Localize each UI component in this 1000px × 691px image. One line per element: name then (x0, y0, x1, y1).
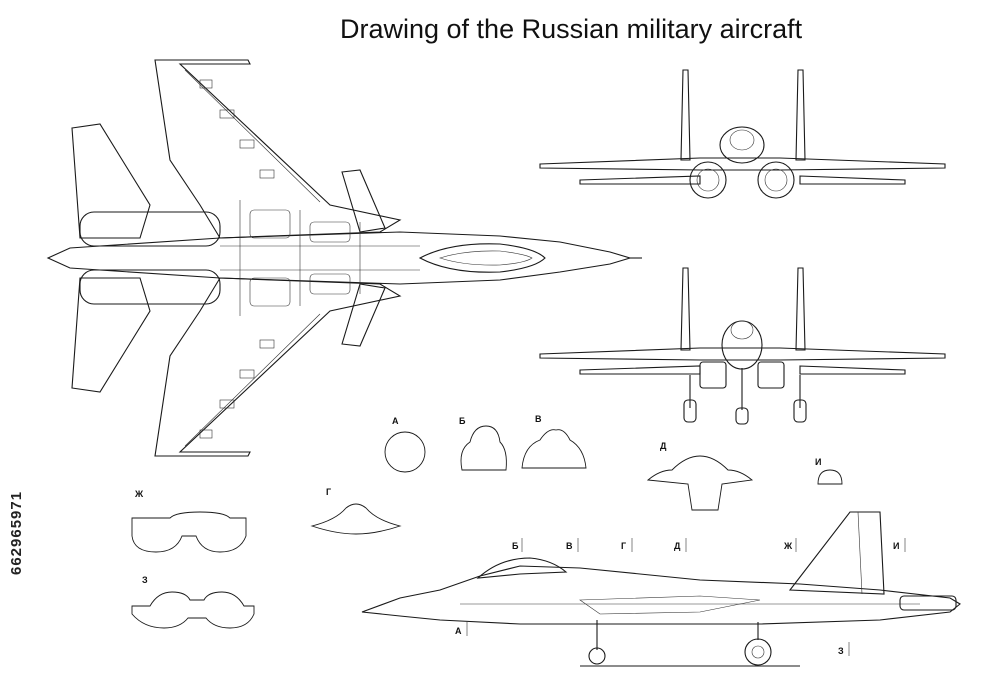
cross-sections: А Б В Д И Ж Г З (131, 414, 843, 629)
section-label-v: В (535, 414, 542, 424)
top-view (46, 59, 642, 457)
section-label-g: Г (326, 487, 331, 497)
front-view-gear-down (539, 267, 946, 425)
station-label-v: В (566, 541, 573, 551)
station-label-d: Д (674, 541, 681, 551)
section-label-z: З (142, 575, 148, 585)
drawing-title: Drawing of the Russian military aircraft (340, 14, 803, 44)
station-label-zh: Ж (783, 541, 793, 551)
section-label-d: Д (660, 441, 667, 451)
station-label-g: Г (621, 541, 626, 551)
section-label-b: Б (459, 416, 466, 426)
side-view: Б В Г Д Ж И А З (361, 511, 961, 667)
station-label-a: А (455, 626, 462, 636)
section-label-zh: Ж (134, 489, 144, 499)
station-label-i: И (893, 541, 899, 551)
station-label-z: З (838, 646, 844, 656)
station-label-b: Б (512, 541, 519, 551)
section-label-i: И (815, 457, 821, 467)
section-label-a: А (392, 416, 399, 426)
front-view-clean (539, 69, 946, 199)
